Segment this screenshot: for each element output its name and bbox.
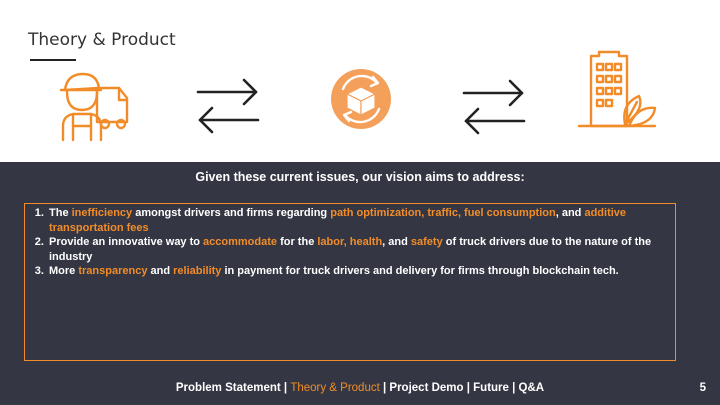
vision-panel: Given these current issues, our vision a… (0, 162, 720, 405)
exchange-arrows-icon (196, 78, 260, 134)
delivery-driver-icon (59, 72, 129, 142)
vision-item-2: Provide an innovative way to accommodate… (47, 235, 667, 264)
exchange-arrows-icon (462, 79, 526, 135)
package-cycle-icon (331, 69, 391, 129)
section-nav: Problem Statement | Theory & Product | P… (175, 382, 545, 394)
green-building-icon (577, 50, 657, 128)
slide-title: Theory & Product (28, 30, 176, 50)
vision-item-3: More transparency and reliability in pay… (47, 264, 667, 279)
nav-future[interactable]: Future (473, 382, 509, 394)
vision-heading: Given these current issues, our vision a… (195, 170, 525, 184)
nav-project-demo[interactable]: Project Demo (389, 382, 464, 394)
vision-item-1: The inefficiency amongst drivers and fir… (47, 206, 667, 235)
vision-list: The inefficiency amongst drivers and fir… (25, 206, 673, 279)
nav-problem-statement[interactable]: Problem Statement (175, 382, 281, 394)
nav-theory-product[interactable]: Theory & Product (290, 382, 380, 394)
page-number: 5 (699, 382, 706, 394)
top-section: Theory & Product (0, 0, 720, 162)
title-underline (30, 59, 76, 61)
vision-list-box: The inefficiency amongst drivers and fir… (24, 203, 676, 361)
nav-qa[interactable]: Q&A (518, 382, 545, 394)
